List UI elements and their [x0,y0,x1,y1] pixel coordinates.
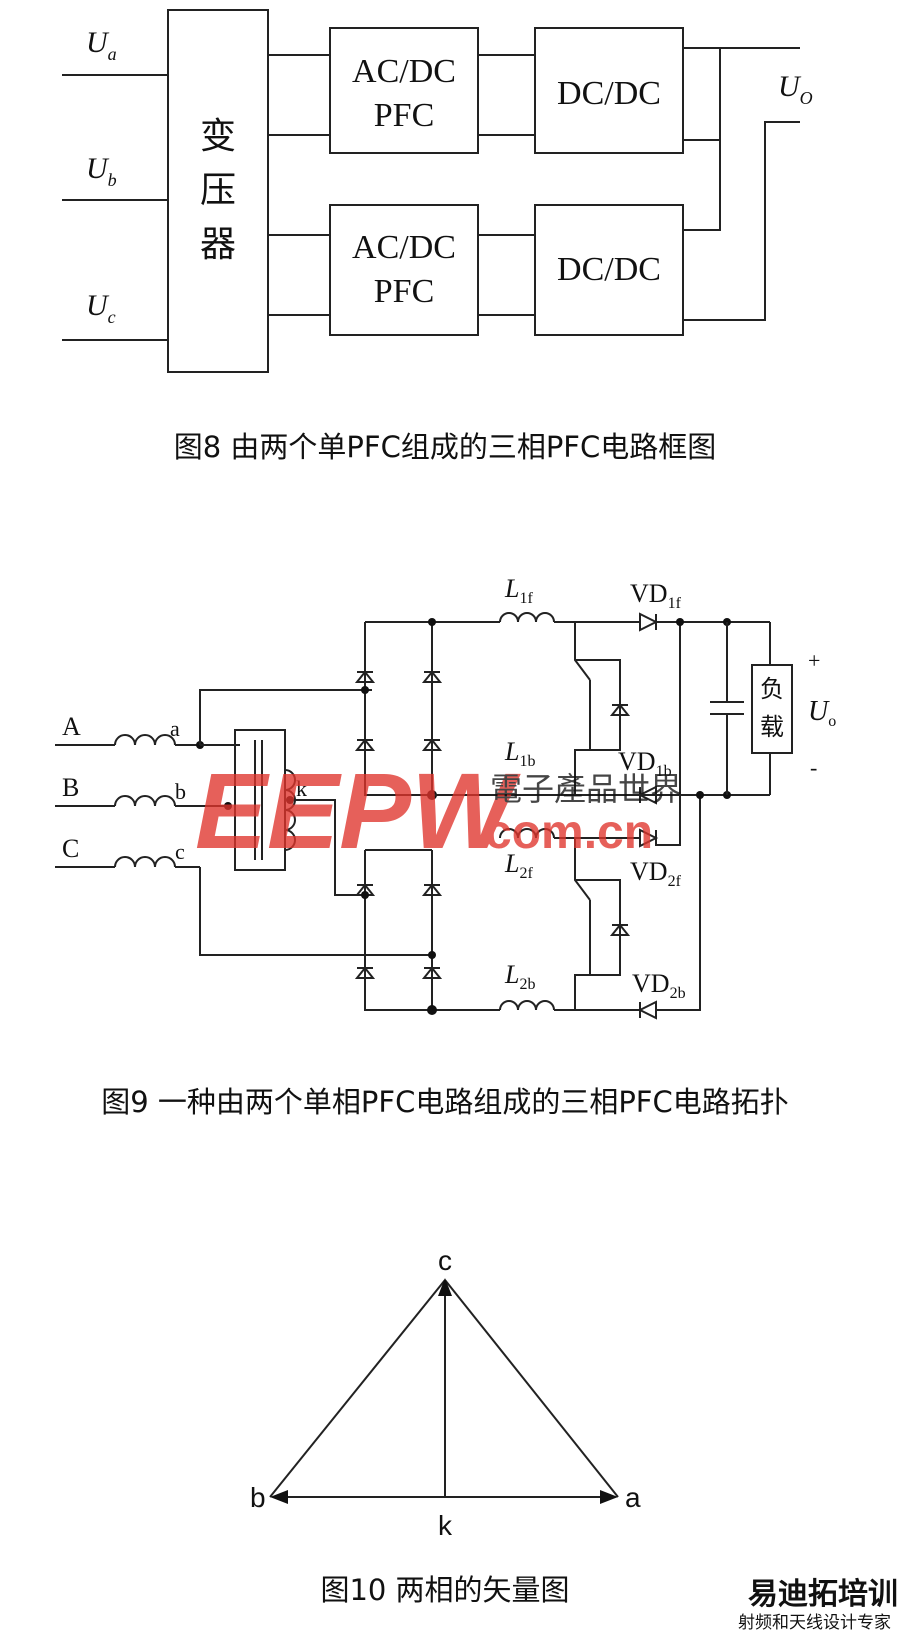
vector-label-b: b [250,1482,266,1513]
arrowhead-c [438,1278,452,1296]
inductor-l1f [499,612,555,623]
label-l2f: L2f [504,849,533,882]
transformer-char-2: 压 [200,170,236,211]
input-label-ua: Ua [86,26,117,64]
inductor-l2f [499,828,555,839]
fig10-caption: 图10 两相的矢量图 [320,1573,569,1607]
interphase-transformer [234,729,286,871]
dcdc1-label: DC/DC [557,75,661,112]
phase-label-a: A [62,712,81,741]
dcdc-box-2 [534,204,684,336]
output-label-uo: Uo [808,696,836,730]
phase-label-b: B [62,773,79,802]
vector-label-k: k [438,1510,453,1541]
plus-sign: + [808,648,820,673]
watermark-logo: EEPW [195,750,521,871]
phase-label-c: C [62,834,79,863]
input-inductor-c [114,856,176,868]
fig9-circuit: A B C a b c k [55,574,836,1119]
switch-2 [574,838,631,1010]
acdc-pfc-box-2 [329,204,479,336]
fig8-block-diagram: Ua Ub Uc 变 压 器 AC/DC PFC AC/DC PFC DC/DC… [62,9,813,464]
lower-bridge-diodes [354,883,443,979]
input-label-uc: Uc [86,289,116,327]
minus-sign: - [810,755,817,780]
watermark-domain: com.cn [485,806,653,859]
pfc2-line2: PFC [374,273,435,310]
corner-logo-sub: 射频和天线设计专家 [738,1613,891,1632]
vector-label-a: a [625,1482,641,1513]
eepw-watermark: EEPW com.cn 電子產品世界 [195,750,682,871]
acdc-pfc-box-1 [329,27,479,154]
dcdc2-label: DC/DC [557,251,661,288]
label-l1b: L1b [504,737,535,770]
vector-c-a [444,1279,619,1498]
node-label-b: b [175,779,186,804]
load-char-2: 载 [760,713,784,741]
switch-1 [574,622,631,795]
upper-bridge-diodes [354,670,443,751]
label-l2b: L2b [504,960,535,993]
output-label-uo: UO [778,70,813,108]
node-label-c: c [175,839,185,864]
pfc1-line2: PFC [374,97,435,134]
label-l1f: L1f [504,574,533,607]
vector-label-c: c [438,1245,452,1276]
input-label-ub: Ub [86,152,117,190]
corner-logo-text: 易迪拓培训 [748,1577,898,1612]
arrowhead-a [600,1490,618,1504]
load-box [751,664,793,754]
corner-logo: 易迪拓培训 射频和天线设计专家 [738,1577,898,1632]
transformer-coil [284,769,296,851]
input-inductor-a [114,734,176,746]
label-vd2f: VD2f [630,857,682,890]
transformer-char-3: 器 [200,224,236,265]
transformer-box [167,9,269,373]
fig8-caption: 图8 由两个单PFC组成的三相PFC电路框图 [174,430,717,464]
arrowhead-b [270,1490,288,1504]
output-diodes [637,612,659,1020]
fig9-caption: 图9 一种由两个单相PFC电路组成的三相PFC电路拓扑 [101,1085,789,1119]
watermark-cn: 電子產品世界 [490,770,682,808]
fig10-vector-diagram: c b a k 图10 两相的矢量图 [250,1245,641,1607]
vector-c-b [269,1279,446,1498]
transformer-char-1: 变 [200,116,236,157]
input-inductor-b [114,795,176,807]
pfc2-line1: AC/DC [352,229,456,266]
inductor-l2b [499,1000,555,1011]
label-vd1b: VD1b [618,747,672,780]
dcdc-box-1 [534,27,684,154]
load-char-1: 负 [760,675,784,703]
node-label-k: k [296,776,307,801]
pfc1-line1: AC/DC [352,53,456,90]
node-label-a: a [170,716,180,741]
label-vd2b: VD2b [632,969,686,1002]
label-vd1f: VD1f [630,579,682,612]
